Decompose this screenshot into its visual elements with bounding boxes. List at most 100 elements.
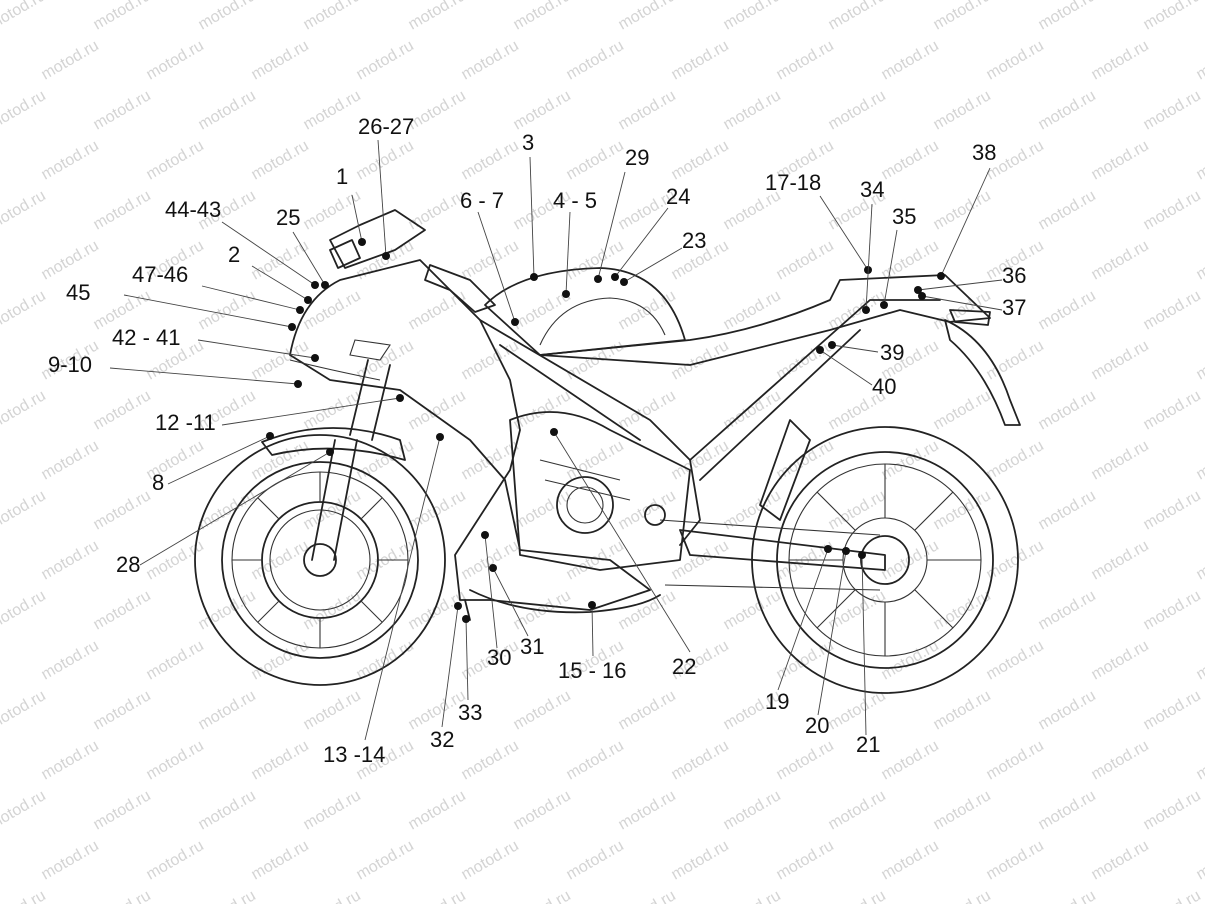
callout-leader-line (591, 604, 594, 657)
callout-label: 22 (672, 654, 696, 679)
callout-label: 36 (1002, 263, 1026, 288)
callout-label: 2 (228, 242, 240, 267)
callout-label: 25 (276, 205, 300, 230)
callout-dot (918, 292, 926, 300)
callout-leader-line (484, 534, 498, 649)
callout-dot (396, 394, 404, 402)
callout-label: 30 (487, 645, 511, 670)
callout-dot (326, 448, 334, 456)
front-fork (261, 359, 406, 561)
callout-leader-line (565, 211, 571, 295)
seat-tail (539, 274, 1021, 426)
callout-dot (858, 551, 866, 559)
callout-dot (620, 278, 628, 286)
callout-dot (321, 281, 329, 289)
callout-leader-line (831, 344, 879, 353)
callout-dot (914, 286, 922, 294)
callout-leader-line (292, 231, 326, 286)
callout-label: 33 (458, 700, 482, 725)
callout-leader-line (197, 339, 316, 359)
callout-label: 44-43 (165, 197, 221, 222)
callout-leader-line (441, 605, 459, 728)
callout-dot (611, 273, 619, 281)
callout-leader-line (861, 554, 867, 736)
callout-dot (481, 531, 489, 539)
callout-dot (562, 290, 570, 298)
callout-label: 31 (520, 634, 544, 659)
fuel-tank (484, 267, 686, 356)
callout-leader-line (109, 367, 299, 385)
callout-dot (816, 346, 824, 354)
callout-label: 38 (972, 140, 996, 165)
callout-dot (296, 306, 304, 314)
callout-label: 45 (66, 280, 90, 305)
callout-dot (511, 318, 519, 326)
callout-label: 26-27 (358, 114, 414, 139)
handlebar (329, 239, 496, 313)
callout-leader-line (251, 265, 309, 301)
callout-leader-line (351, 194, 363, 243)
callout-dot (266, 432, 274, 440)
callout-label: 12 -11 (155, 410, 216, 435)
callout-leader-line (167, 435, 271, 485)
callout-leader-line (492, 567, 529, 637)
callout-leader-line (917, 279, 1003, 291)
callout-leader-line (465, 618, 469, 701)
callout-label: 3 (522, 130, 534, 155)
callout-leader-line (221, 221, 316, 286)
callout-leader-line (921, 295, 1003, 311)
callout-dot (862, 306, 870, 314)
callout-label: 23 (682, 228, 706, 253)
callout-label: 29 (625, 145, 649, 170)
front-wheel (194, 434, 446, 686)
callout-leader-line (865, 203, 873, 311)
callout-dot (550, 428, 558, 436)
engine (509, 411, 691, 571)
callout-dot (842, 547, 850, 555)
callout-leader-line (819, 349, 873, 386)
callout-leader-line (614, 207, 669, 278)
callout-leader-line (597, 171, 626, 280)
callout-leader-line (221, 397, 401, 426)
callout-leader-line (364, 436, 441, 741)
callout-leader-line (123, 294, 293, 328)
callout-label: 17-18 (765, 170, 821, 195)
callout-dot (294, 380, 302, 388)
callout-label: 39 (880, 340, 904, 365)
callout-leader-line (477, 211, 516, 323)
callout-label: 15 - 16 (558, 658, 627, 683)
callout-dot (937, 272, 945, 280)
callout-label: 4 - 5 (553, 188, 597, 213)
callout-leader-line (139, 451, 331, 566)
callout-leader-line (940, 167, 991, 277)
callout-label: 8 (152, 470, 164, 495)
callout-leader-line (777, 548, 829, 691)
front-fairing (289, 209, 651, 611)
callout-leader-line (883, 229, 898, 306)
callout-dot (382, 252, 390, 260)
callout-label: 21 (856, 732, 880, 757)
callout-label: 37 (1002, 295, 1026, 320)
callout-leader-line (529, 156, 535, 278)
callout-label: 6 - 7 (460, 188, 504, 213)
callout-dot (358, 238, 366, 246)
callout-leader-line (817, 550, 847, 716)
frame (479, 299, 941, 546)
callout-dot (288, 323, 296, 331)
callout-label: 47-46 (132, 262, 188, 287)
callout-leader-line (819, 195, 869, 271)
callout-leader-line (623, 247, 683, 283)
callout-label: 9-10 (48, 352, 92, 377)
callout-label: 40 (872, 374, 896, 399)
callout-label: 13 -14 (323, 742, 385, 767)
callout-dot (828, 341, 836, 349)
callout-leader-line (377, 139, 387, 257)
callout-dot (436, 433, 444, 441)
callout-label: 1 (336, 164, 348, 189)
callout-label: 28 (116, 552, 140, 577)
callout-dot (489, 564, 497, 572)
